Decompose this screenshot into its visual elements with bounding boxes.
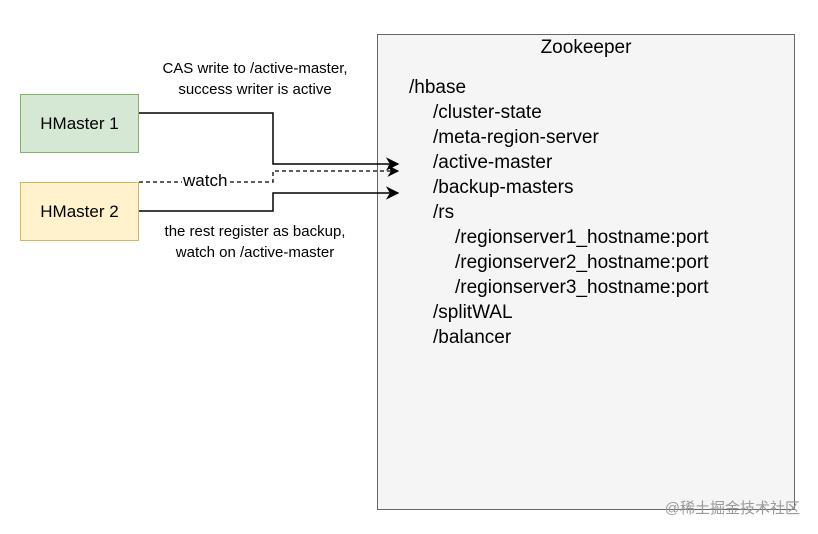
cas-write-label-line2: success writer is active [178, 81, 332, 98]
znode-item: /active-master [433, 152, 553, 173]
hmaster2-watch-edge [139, 165, 400, 183]
hmaster1-to-active-master-edge [139, 112, 400, 171]
register-backup-label: the rest register as backup, watch on /a… [139, 221, 371, 263]
cas-write-label-line1: CAS write to /active-master, [162, 60, 348, 77]
watch-label: watch [182, 170, 229, 191]
znode-item: /cluster-state [433, 102, 542, 123]
znode-item: /backup-masters [433, 177, 574, 198]
znode-item: /rs [433, 202, 455, 223]
znode-item: /balancer [433, 327, 512, 348]
znode-tree: /hbase/cluster-state/meta-region-server /… [409, 75, 708, 350]
hmaster2-node: HMaster 2 [20, 182, 139, 241]
znode-item: /regionserver1_hostname:port [455, 227, 709, 248]
znode-item: /hbase [409, 77, 467, 98]
hmaster2-label: HMaster 2 [40, 201, 119, 221]
zookeeper-box [377, 34, 795, 510]
hmaster1-node: HMaster 1 [20, 94, 139, 153]
zookeeper-title: Zookeeper [540, 37, 632, 58]
hmaster2-to-backup-masters-edge [139, 186, 400, 212]
hmaster1-label: HMaster 1 [40, 113, 119, 133]
znode-item: /regionserver2_hostname:port [455, 252, 709, 273]
znode-item: /regionserver3_hostname:port [455, 277, 709, 298]
znode-item: /meta-region-server [433, 127, 599, 148]
watermark: @稀土掘金技术社区 [664, 500, 800, 517]
register-backup-label-line2: watch on /active-master [175, 244, 335, 261]
register-backup-label-line1: the rest register as backup, [164, 223, 346, 240]
znode-item: /splitWAL [433, 302, 513, 323]
cas-write-label: CAS write to /active-master, success wri… [139, 58, 371, 100]
